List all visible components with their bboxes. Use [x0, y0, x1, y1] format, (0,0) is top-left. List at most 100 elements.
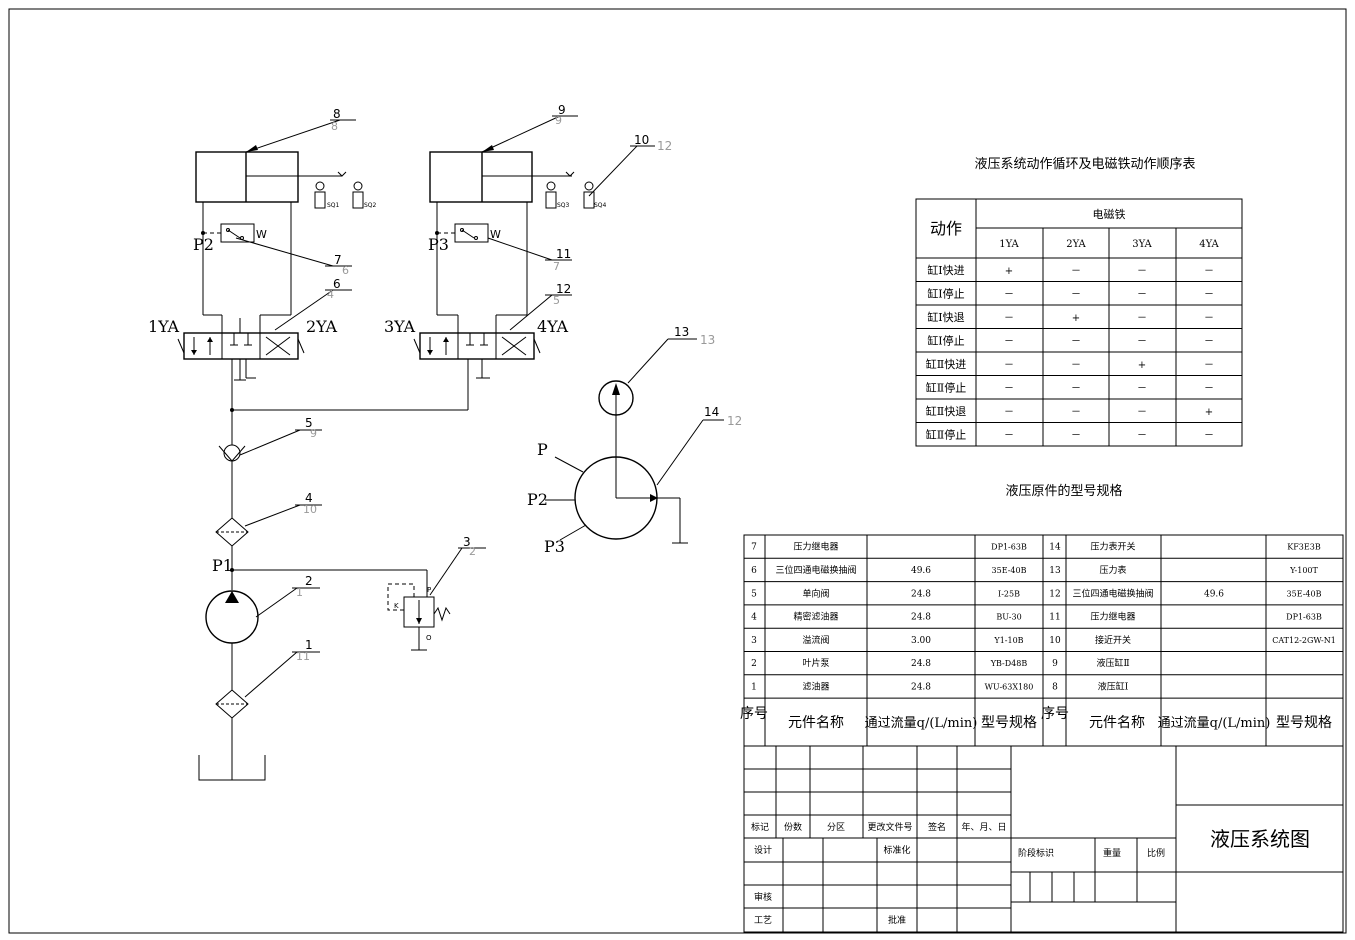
sensor-sq1: SQ1: [314, 181, 340, 209]
svg-text:2: 2: [469, 545, 476, 558]
action-row-label: 缸Ⅱ停止: [926, 380, 966, 394]
callout-7: 7 6: [235, 237, 352, 277]
part-model-cell: Y-100T: [1289, 566, 1318, 575]
solenoid-state-cell: －: [1137, 407, 1147, 418]
part-name-cell: 溢流阀: [802, 634, 829, 646]
sensor-sq2: SQ2: [352, 181, 377, 209]
part-name-cell: 单向阀: [802, 587, 829, 599]
part-model-cell: BU-30: [996, 613, 1021, 622]
part-no-cell: 4: [751, 613, 757, 623]
part-model-cell: I-25B: [998, 589, 1020, 598]
svg-text:6: 6: [342, 264, 349, 277]
vane-pump-2: [205, 590, 259, 644]
part-no-cell: 12: [1049, 589, 1060, 599]
svg-text:9: 9: [310, 427, 317, 440]
solenoid-state-cell: －: [1004, 407, 1014, 418]
svg-text:5: 5: [305, 416, 313, 430]
svg-text:3: 3: [463, 535, 471, 549]
part-flow-cell: 24.8: [911, 589, 931, 599]
svg-text:4: 4: [305, 491, 313, 505]
svg-text:12: 12: [727, 414, 742, 428]
solenoid-state-cell: －: [1004, 360, 1014, 371]
part-no-cell: 9: [1052, 659, 1058, 669]
part-flow-cell: 24.8: [911, 682, 931, 692]
solenoid-state-cell: +: [1072, 313, 1080, 324]
hydraulic-schematic: SQ1 SQ2 SQ3 SQ4 W W: [148, 103, 742, 781]
action-row-label: 缸Ⅰ停止: [927, 333, 964, 347]
solenoid-group-header: 电磁铁: [1093, 208, 1126, 221]
cylinder-2: [429, 151, 575, 315]
svg-text:SQ1: SQ1: [327, 202, 340, 209]
precision-filter-4: [215, 517, 249, 547]
action-row-label: 缸Ⅱ停止: [926, 427, 966, 441]
label-standardize: 标准化: [883, 844, 910, 856]
rev-header-sign: 签名: [928, 821, 946, 833]
part-name-cell: 接近开关: [1095, 634, 1131, 646]
solenoid-state-cell: －: [1071, 407, 1081, 418]
part-model-cell: CAT12-2GW-N1: [1272, 636, 1336, 645]
label-stage-mark: 阶段标识: [1018, 847, 1054, 859]
svg-text:W: W: [256, 228, 267, 241]
callout-12: 12 5: [509, 282, 572, 331]
pressure-gauge-13: [598, 380, 634, 416]
label-review: 审核: [754, 891, 772, 903]
header-model-right: 型号规格: [1276, 715, 1332, 731]
gauge-switch-14: [545, 456, 688, 544]
solenoid-state-cell: －: [1137, 430, 1147, 441]
header-no-right: 序号: [1041, 706, 1069, 722]
rev-header-mark: 标记: [751, 821, 769, 833]
part-no-cell: 7: [751, 543, 757, 553]
svg-text:10: 10: [634, 133, 649, 147]
drawing-title: 液压系统图: [1210, 827, 1310, 851]
part-name-cell: 压力表开关: [1090, 541, 1135, 553]
part-name-cell: 叶片泵: [802, 657, 829, 669]
solenoid-state-cell: －: [1137, 266, 1147, 277]
label-approve: 批准: [888, 914, 906, 926]
part-no-cell: 1: [751, 682, 757, 692]
part-model-cell: DP1-63B: [991, 543, 1027, 552]
solenoid-state-cell: －: [1004, 336, 1014, 347]
solenoid-label-2ya: 2YA: [306, 317, 338, 336]
part-flow-cell: 49.6: [1204, 589, 1224, 599]
action-col-header: 动作: [930, 219, 962, 238]
part-model-cell: Y1-10B: [993, 636, 1023, 645]
part-name-cell: 液压缸Ⅰ: [1098, 680, 1129, 692]
svg-text:6: 6: [333, 277, 341, 291]
solenoid-state-cell: －: [1004, 383, 1014, 394]
solenoid-state-cell: －: [1204, 336, 1214, 347]
svg-text:13: 13: [674, 325, 689, 339]
svg-text:13: 13: [700, 333, 715, 347]
svg-text:12: 12: [657, 139, 672, 153]
solenoid-header-1ya: 1YA: [999, 239, 1019, 250]
svg-text:P: P: [427, 586, 431, 594]
svg-text:5: 5: [553, 294, 560, 307]
callout-9: 9 9: [481, 103, 578, 153]
rev-header-zone: 分区: [827, 822, 845, 833]
label-process: 工艺: [754, 915, 772, 926]
svg-text:7: 7: [553, 260, 560, 273]
solenoid-state-cell: －: [1204, 383, 1214, 394]
callout-13: 13 13: [627, 325, 715, 384]
port-label-p: P: [537, 440, 548, 459]
solenoid-state-cell: －: [1071, 383, 1081, 394]
solenoid-state-cell: －: [1204, 289, 1214, 300]
sensor-sq3: SQ3: [545, 181, 570, 209]
part-no-cell: 14: [1049, 543, 1061, 553]
svg-text:SQ4: SQ4: [594, 202, 607, 209]
solenoid-state-cell: －: [1004, 289, 1014, 300]
relief-valve-3: P K O: [387, 570, 451, 651]
solenoid-header-3ya: 3YA: [1132, 239, 1152, 250]
callout-3: 3 2: [429, 535, 486, 596]
svg-text:K: K: [394, 602, 399, 610]
solenoid-state-cell: －: [1137, 289, 1147, 300]
directional-valve-12: [413, 314, 541, 410]
solenoid-state-cell: －: [1071, 266, 1081, 277]
part-name-cell: 液压缸Ⅱ: [1096, 657, 1129, 669]
part-no-cell: 3: [751, 636, 757, 646]
svg-text:1: 1: [296, 586, 303, 599]
sensor-sq4: SQ4: [583, 181, 607, 209]
solenoid-state-cell: +: [1205, 407, 1213, 418]
part-name-cell: 压力表: [1099, 564, 1126, 576]
